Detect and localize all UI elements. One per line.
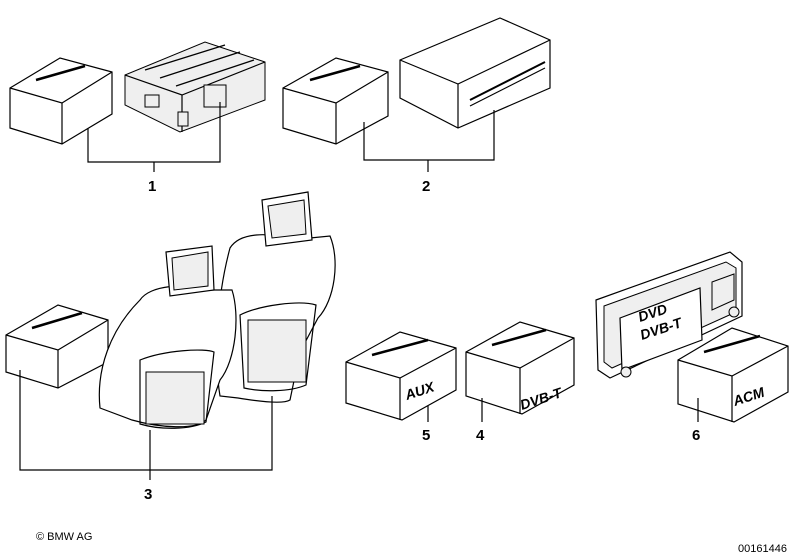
leader-1 — [87, 102, 221, 172]
leader-2 — [363, 110, 495, 172]
part-6-dvd-dvbt-display — [595, 251, 743, 379]
callout-2: 2 — [422, 178, 430, 195]
copyright-text: © BMW AG — [36, 531, 92, 543]
leader-3 — [19, 370, 273, 480]
part-5-aux-box — [345, 331, 457, 421]
part-2-dvd-player-unit — [399, 17, 551, 129]
part-4-dvbt-box — [465, 321, 575, 415]
part-1-dvd-changer-unit — [124, 41, 266, 133]
part-3-retrofit-box — [5, 304, 109, 389]
callout-3: 3 — [144, 486, 152, 503]
callout-5: 5 — [422, 427, 430, 444]
diagram-id: 00161446 — [738, 543, 787, 555]
part-3-rear-seat-screen-left — [98, 245, 237, 429]
part-6-acm-box — [677, 327, 789, 423]
part-2-retrofit-box — [282, 57, 389, 145]
callout-4: 4 — [476, 427, 485, 444]
part-1-retrofit-box — [9, 57, 113, 145]
part-3-rear-seat-screen-right — [216, 191, 336, 403]
callout-6: 6 — [692, 427, 700, 444]
callout-1: 1 — [148, 178, 156, 195]
